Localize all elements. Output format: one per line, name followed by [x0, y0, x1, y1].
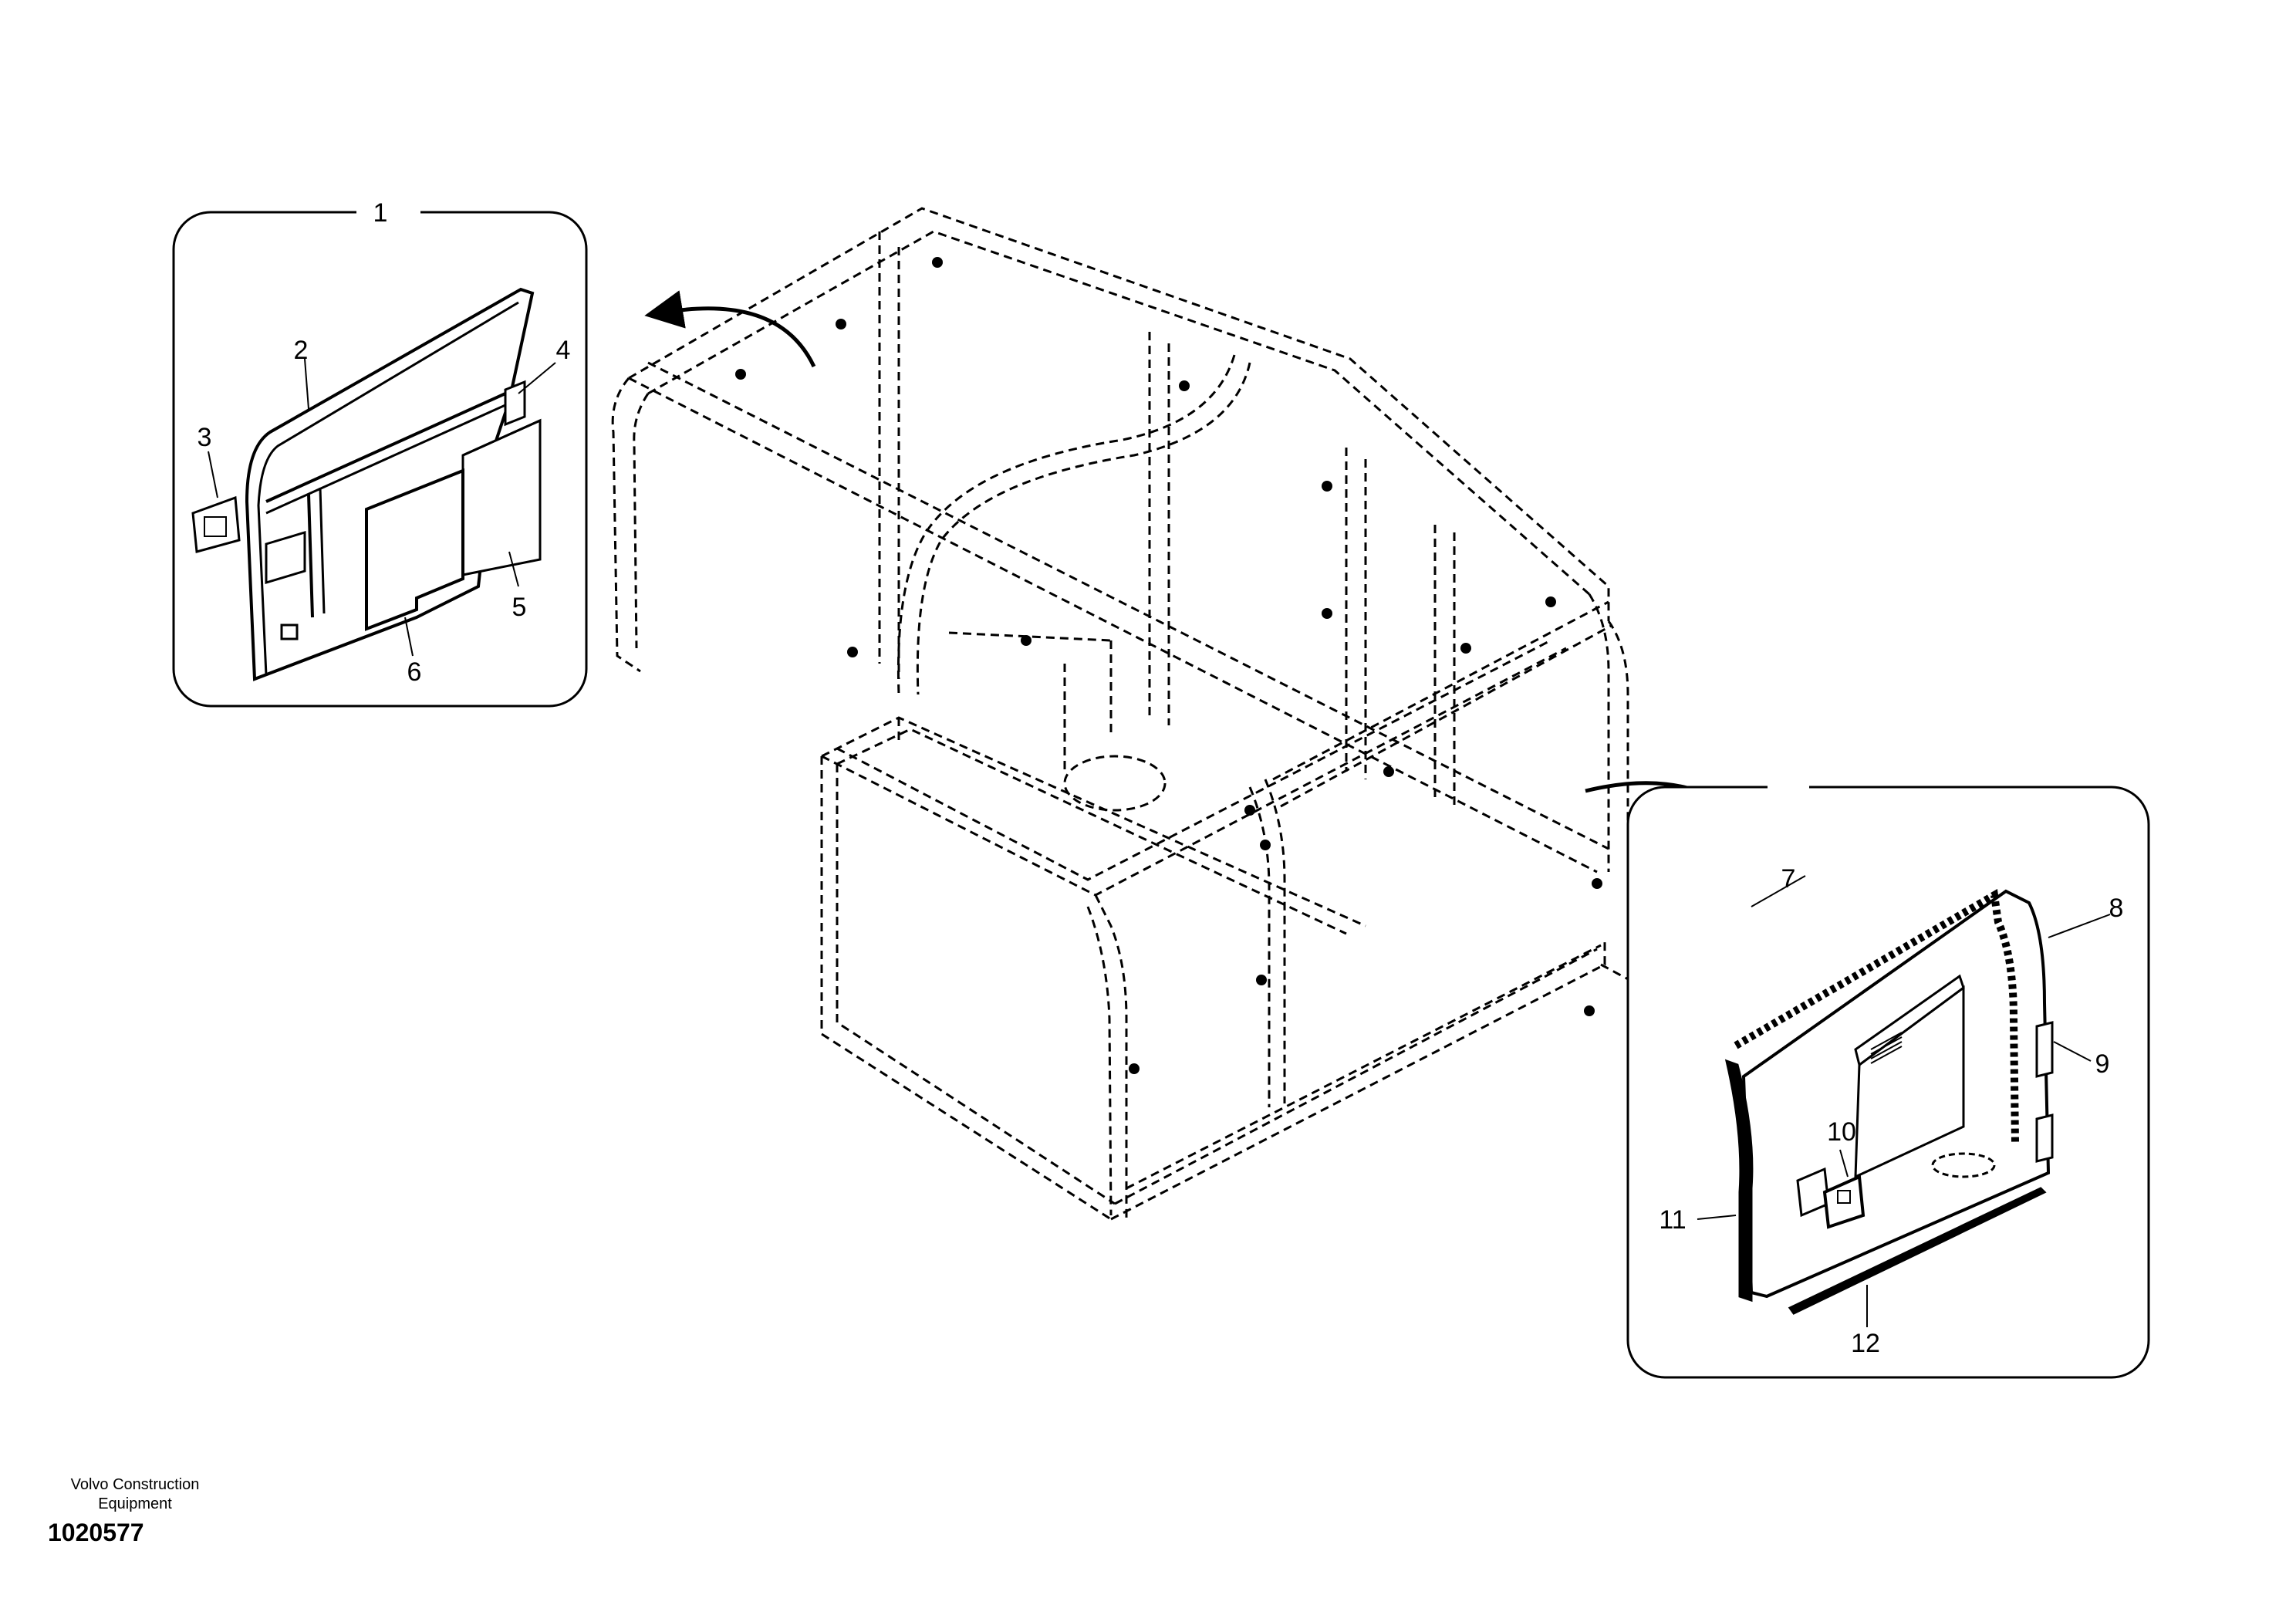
brand-line-1: Volvo Construction — [70, 1476, 200, 1493]
inset-panel-1 — [172, 210, 588, 708]
callout-2: 2 — [294, 336, 309, 365]
brand-caption: Volvo Construction Equipment — [46, 1475, 224, 1514]
callout-12: 12 — [1851, 1329, 1880, 1358]
callout-6: 6 — [407, 657, 422, 687]
inset-panel-7 — [1626, 785, 2150, 1379]
arrow-to-inset-1 — [644, 290, 816, 368]
callout-11: 11 — [1659, 1205, 1686, 1235]
frame-fasteners — [735, 257, 1602, 1074]
callout-3: 3 — [198, 423, 212, 452]
brand-line-2: Equipment — [98, 1495, 172, 1512]
callout-4: 4 — [556, 336, 571, 365]
callout-1: 1 — [373, 198, 388, 228]
callout-9: 9 — [2095, 1049, 2110, 1079]
callout-5: 5 — [512, 593, 527, 622]
callout-8: 8 — [2109, 894, 2124, 923]
cab-frame — [611, 207, 1629, 1221]
drawing-number: 1020577 — [48, 1519, 144, 1546]
callout-10: 10 — [1827, 1117, 1856, 1147]
callout-7: 7 — [1781, 864, 1796, 894]
callout-labels: 1 2 3 4 5 6 7 8 9 10 11 12 — [198, 198, 2124, 1358]
